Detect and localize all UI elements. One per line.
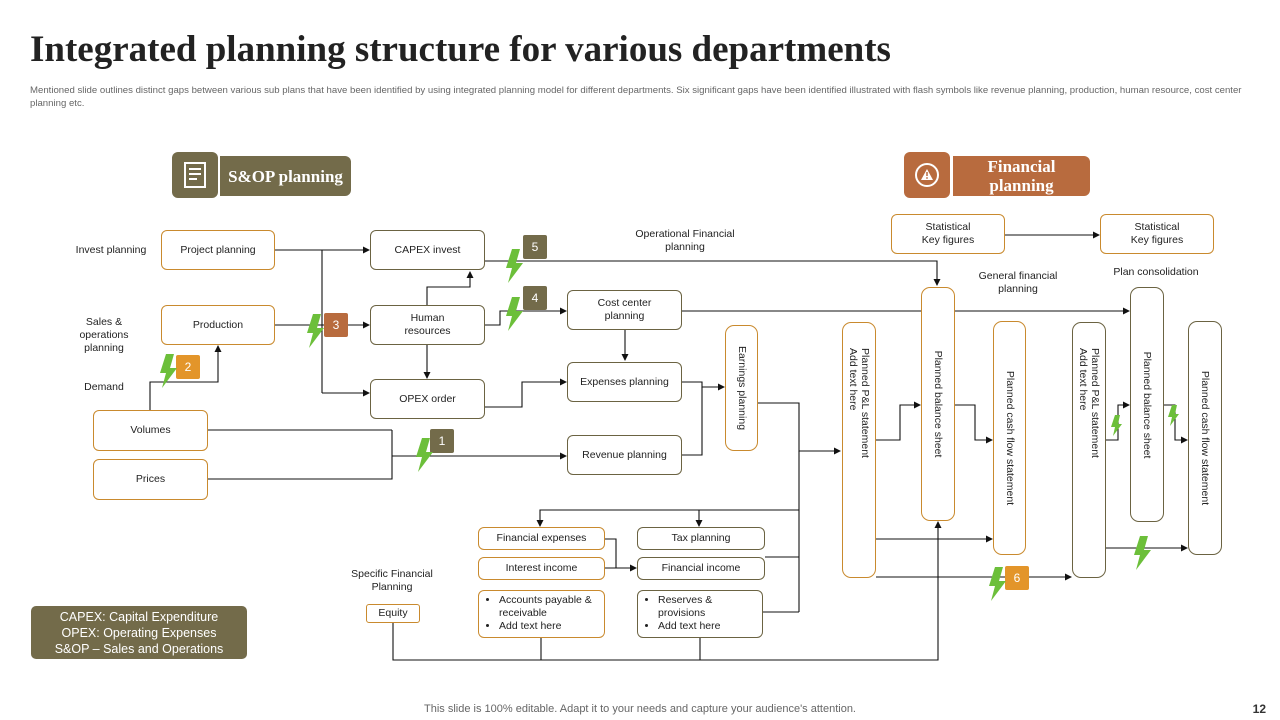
- plan-consolidation-label: Plan consolidation: [1113, 266, 1199, 278]
- cash-flow-box-2: Planned cash flow statement: [1188, 321, 1222, 555]
- tax-planning-box: Tax planning: [637, 527, 765, 550]
- pl-statement-text-1: Planned P&L statement Add text here: [847, 348, 871, 458]
- revenue-planning-box: Revenue planning: [567, 435, 682, 475]
- legend-capex: CAPEX: Capital Expenditure: [59, 610, 219, 624]
- expenses-planning-box: Expenses planning: [567, 362, 682, 402]
- project-planning-box: Project planning: [161, 230, 275, 270]
- sop-header: S&OP planning: [220, 156, 351, 196]
- financial-expenses-box: Financial expenses: [478, 527, 605, 550]
- general-financial-label: General financial planning: [978, 270, 1058, 295]
- pl-statement-box-2: Planned P&L statement Add text here: [1072, 322, 1106, 578]
- pl-statement-text-2: Planned P&L statement Add text here: [1077, 348, 1101, 458]
- stat-key-figures-box-1: Statistical Key figures: [891, 214, 1005, 254]
- balance-sheet-text-1: Planned balance sheet: [932, 350, 944, 458]
- invest-planning-label: Invest planning: [75, 244, 147, 256]
- gap-badge-4: 4: [523, 286, 547, 310]
- reserves-bullet-2: Add text here: [658, 620, 756, 633]
- capex-invest-box: CAPEX invest: [370, 230, 485, 270]
- cash-flow-box-1: Planned cash flow statement: [993, 321, 1026, 555]
- cost-center-box: Cost center planning: [567, 290, 682, 330]
- gap-badge-6: 6: [1005, 566, 1029, 590]
- gauge-warning-icon: [915, 163, 939, 187]
- sop-header-icon-box: [172, 152, 218, 198]
- accounts-bullets-box: Accounts payable & receivable Add text h…: [478, 590, 605, 638]
- balance-sheet-box-2: Planned balance sheet: [1130, 287, 1164, 522]
- gap-badge-5: 5: [523, 235, 547, 259]
- opex-order-box: OPEX order: [370, 379, 485, 419]
- document-icon: [184, 162, 206, 188]
- accounts-bullet-2: Add text here: [499, 620, 598, 633]
- footer-note: This slide is 100% editable. Adapt it to…: [424, 703, 856, 715]
- earnings-planning-text: Earnings planning: [735, 345, 748, 431]
- specific-financial-label: Specific Financial Planning: [351, 568, 433, 593]
- operational-label: Operational Financial planning: [635, 228, 735, 253]
- cash-flow-text-2: Planned cash flow statement: [1199, 370, 1211, 506]
- accounts-bullet-1: Accounts payable & receivable: [499, 594, 598, 620]
- demand-label: Demand: [84, 381, 124, 393]
- stat-key-figures-box-2: Statistical Key figures: [1100, 214, 1214, 254]
- gap-badge-1: 1: [430, 429, 454, 453]
- human-resources-box: Human resources: [370, 305, 485, 345]
- sales-ops-label: Sales & operations planning: [79, 316, 129, 354]
- page-subtitle: Mentioned slide outlines distinct gaps b…: [30, 85, 1242, 109]
- pl-statement-box-1: Planned P&L statement Add text here: [842, 322, 876, 578]
- production-box: Production: [161, 305, 275, 345]
- gap-badge-2: 2: [176, 355, 200, 379]
- balance-sheet-text-2: Planned balance sheet: [1141, 351, 1153, 458]
- cash-flow-text-1: Planned cash flow statement: [1003, 370, 1016, 506]
- legend-sop: S&OP – Sales and Operations: [54, 642, 224, 656]
- equity-box: Equity: [366, 604, 420, 623]
- prices-box: Prices: [93, 459, 208, 500]
- balance-sheet-box-1: Planned balance sheet: [921, 287, 955, 521]
- gap-badge-3: 3: [324, 313, 348, 337]
- financial-header-icon-box: [904, 152, 950, 198]
- reserves-bullets-box: Reserves & provisions Add text here: [637, 590, 763, 638]
- page-title: Integrated planning structure for variou…: [30, 29, 891, 70]
- reserves-bullet-1: Reserves & provisions: [658, 594, 756, 620]
- legend-opex: OPEX: Operating Expenses: [61, 626, 217, 640]
- financial-income-box: Financial income: [637, 557, 765, 580]
- interest-income-box: Interest income: [478, 557, 605, 580]
- page-number: 12: [1252, 702, 1266, 716]
- abbreviation-legend: CAPEX: Capital Expenditure OPEX: Operati…: [31, 606, 247, 659]
- financial-header: Financial planning: [953, 156, 1090, 196]
- volumes-box: Volumes: [93, 410, 208, 451]
- earnings-planning-box: Earnings planning: [725, 325, 758, 451]
